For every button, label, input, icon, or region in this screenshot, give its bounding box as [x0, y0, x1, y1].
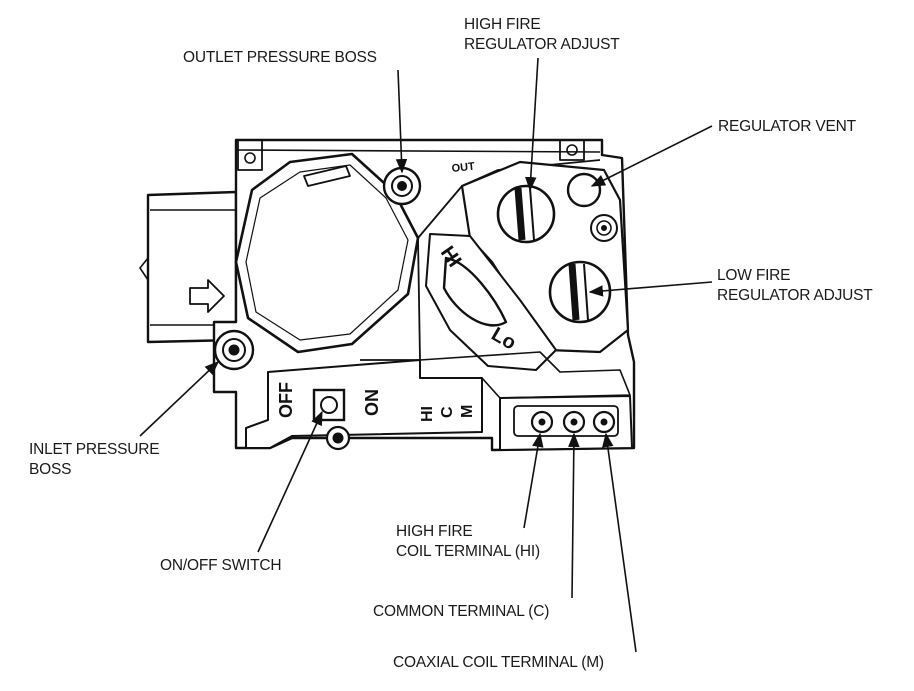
leader-high-fire-coil-terminal	[523, 432, 544, 529]
marking-terminal-c: C	[439, 406, 456, 418]
hi-lo-selector	[425, 233, 557, 371]
label-high-fire-coil-terminal-line1: HIGH FIRE	[396, 523, 473, 540]
leader-high-fire-regulator	[525, 57, 539, 192]
label-outlet-pressure-boss: OUTLET PRESSURE BOSS	[183, 49, 377, 66]
label-high-fire-coil-terminal-line2: COIL TERMINAL (HI)	[396, 543, 540, 560]
label-inlet-pressure-boss-line2: BOSS	[29, 461, 71, 478]
label-coaxial-coil-terminal: COAXIAL COIL TERMINAL (M)	[393, 654, 604, 671]
marking-on: ON	[362, 389, 382, 416]
marking-terminal-m: M	[459, 405, 476, 418]
label-regulator-vent: REGULATOR VENT	[718, 118, 857, 135]
label-high-fire-regulator-line2: REGULATOR ADJUST	[464, 36, 620, 53]
low-fire-adjust-screw	[548, 260, 612, 324]
callout-labels: OUTLET PRESSURE BOSS HIGH FIRE REGULATOR…	[29, 16, 873, 671]
flow-arrow-icon	[189, 279, 225, 313]
marking-off: OFF	[276, 382, 296, 418]
regulator-cover	[234, 152, 420, 354]
leader-on-off-switch	[257, 410, 323, 553]
inlet-flange	[146, 190, 238, 344]
inlet-pressure-boss	[213, 329, 255, 371]
terminal-pins	[530, 410, 616, 434]
label-low-fire-regulator-line1: LOW FIRE	[717, 267, 790, 284]
marking-terminal-hi: HI	[419, 406, 436, 422]
leader-inlet-pressure-boss	[139, 361, 220, 437]
label-high-fire-regulator-line1: HIGH FIRE	[464, 16, 541, 33]
leader-low-fire-regulator	[588, 281, 713, 297]
leader-regulator-vent	[590, 125, 713, 187]
leader-common-terminal	[568, 432, 580, 599]
leader-lines	[139, 57, 713, 653]
leader-outlet-pressure-boss	[395, 69, 408, 174]
leader-coaxial-coil-terminal	[602, 432, 637, 653]
outlet-pressure-boss	[382, 166, 422, 206]
marking-outlet-stamp: OUT	[451, 161, 476, 175]
switch-panel	[245, 359, 483, 449]
high-fire-adjust-screw	[496, 184, 556, 244]
label-on-off-switch: ON/OFF SWITCH	[160, 557, 281, 574]
label-inlet-pressure-boss-line1: INLET PRESSURE	[29, 441, 159, 458]
label-common-terminal: COMMON TERMINAL (C)	[373, 603, 549, 620]
label-low-fire-regulator-line2: REGULATOR ADJUST	[717, 287, 873, 304]
